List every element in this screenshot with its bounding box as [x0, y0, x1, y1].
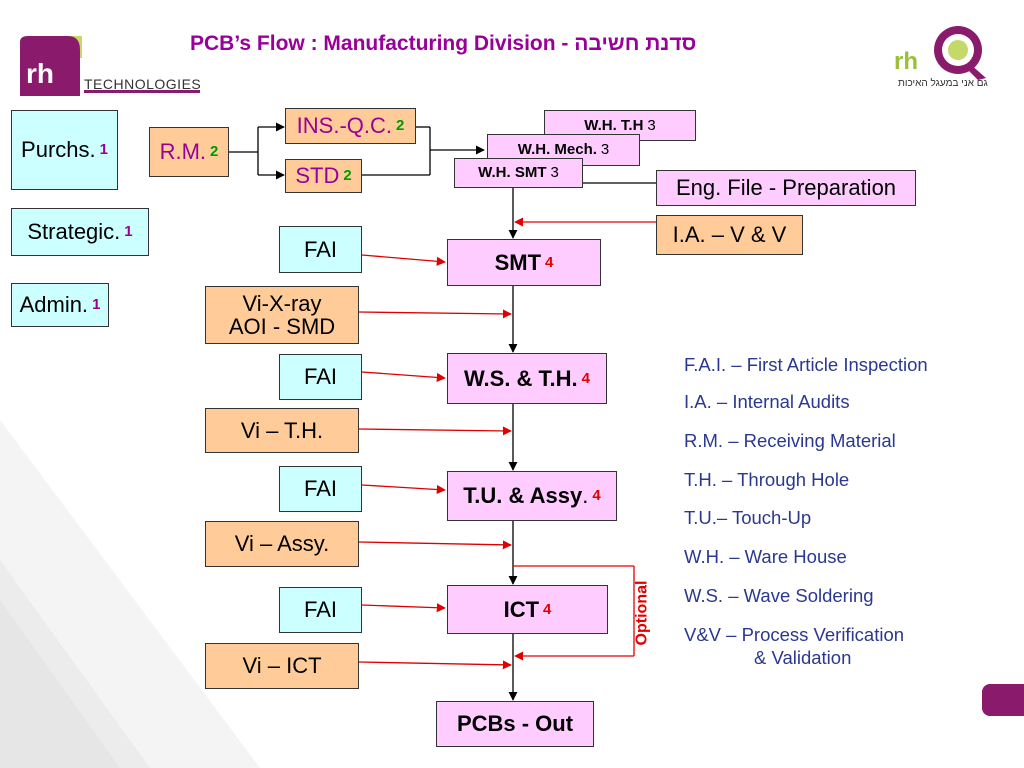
logo-left-underline	[84, 90, 200, 93]
node-tu-assy: T.U. & Assy.4	[447, 471, 617, 521]
node-vi-ict: Vi – ICT	[205, 643, 359, 689]
logo-left-text: TECHNOLOGIES	[84, 76, 202, 92]
legend-item: W.S. – Wave Soldering	[684, 585, 874, 607]
page-title: PCB’s Flow : Manufacturing Division - סד…	[190, 32, 697, 55]
node-ws-th: W.S. & T.H.4	[447, 353, 607, 404]
legend-item: R.M. – Receiving Material	[684, 429, 896, 451]
node-fai-3: FAI	[279, 466, 362, 512]
node-vi-th: Vi – T.H.	[205, 408, 359, 453]
node-rm: R.M.2	[149, 127, 229, 177]
legend-item: T.U.– Touch-Up	[684, 507, 812, 529]
legend-item: I.A. – Internal Audits	[684, 390, 850, 412]
logo-right: rh גם אני במעגל האיכות	[888, 18, 1008, 90]
logo-left-mark: rh	[26, 58, 54, 89]
node-vi-xray: Vi-X-ray AOI - SMD	[205, 286, 359, 344]
legend-item: T.H. – Through Hole	[684, 468, 850, 490]
logo-right-tagline: גם אני במעגל האיכות	[898, 78, 988, 89]
node-strategic: Strategic.1	[11, 208, 149, 256]
legend-item: W.H. – Ware House	[684, 546, 847, 568]
node-fai-4: FAI	[279, 587, 362, 633]
q-logo-icon	[934, 26, 986, 80]
node-fai-2: FAI	[279, 354, 362, 400]
optional-label: Optional	[633, 580, 651, 646]
node-ia-vv: I.A. – V & V	[656, 215, 803, 255]
node-vi-assy: Vi – Assy.	[205, 521, 359, 567]
node-ins-qc: INS.-Q.C.2	[285, 108, 416, 144]
legend-item: & Validation	[754, 647, 852, 669]
logo-right-mark: rh	[894, 48, 918, 75]
node-fai-1: FAI	[279, 226, 362, 273]
node-eng-file: Eng. File - Preparation	[656, 170, 916, 206]
logo-left: rh TECHNOLOGIES	[20, 36, 205, 96]
node-admin: Admin.1	[11, 283, 109, 327]
legend-item: F.A.I. – First Article Inspection	[684, 354, 928, 375]
node-pcbs-out: PCBs - Out	[436, 701, 594, 747]
legend-item: V&V – Process Verification	[684, 624, 905, 646]
legend: F.A.I. – First Article Inspection I.A. –…	[684, 352, 974, 684]
node-purchs: Purchs.1	[11, 110, 118, 190]
rh-logo-mark	[20, 36, 82, 96]
